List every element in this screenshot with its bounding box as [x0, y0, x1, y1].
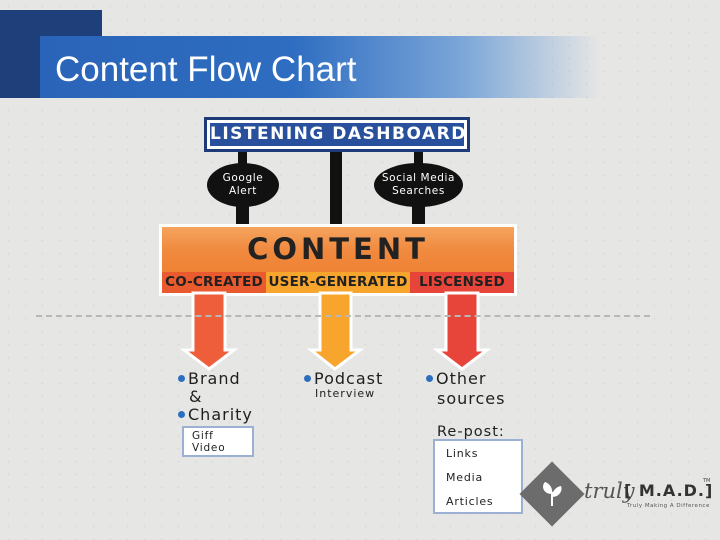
- listening-dashboard-label: LISTENING DASHBOARD: [210, 123, 467, 146]
- brand-media-box: Giff Video: [182, 426, 254, 457]
- bullet-icon: [304, 375, 311, 382]
- articles-label: Articles: [446, 495, 494, 508]
- listening-dashboard-box: LISTENING DASHBOARD: [204, 117, 470, 152]
- divider-line: [36, 315, 650, 317]
- repost-box: Links Media Articles: [433, 439, 523, 514]
- output-podcast: Podcast: [304, 370, 383, 388]
- social-media-line2: Searches: [392, 185, 445, 197]
- slide-title: Content Flow Chart: [55, 50, 357, 89]
- output-brand: Brand: [178, 370, 241, 388]
- podcast-label: Podcast: [314, 369, 384, 388]
- output-other: Other: [426, 370, 486, 388]
- logo-tagline: Truly Making A Difference: [627, 503, 710, 509]
- logo-script: truly: [584, 479, 635, 503]
- other-label: Other: [436, 369, 487, 388]
- video-label: Video: [192, 442, 226, 454]
- brand-ampersand: &: [189, 387, 203, 406]
- podcast-sub: Interview: [315, 387, 376, 400]
- title-bar: [40, 36, 600, 98]
- social-media-down-stem: [412, 204, 425, 226]
- segment-user-generated: USER-GENERATED: [266, 272, 410, 293]
- output-charity: Charity: [178, 406, 253, 424]
- brand-label: Brand: [188, 369, 241, 388]
- bullet-icon: [178, 411, 185, 418]
- social-media-line1: Social Media: [381, 172, 456, 184]
- google-alert-line1: Google: [222, 172, 264, 184]
- sources-label: sources: [437, 389, 506, 408]
- google-alert-down-stem: [236, 204, 249, 226]
- bullet-icon: [178, 375, 185, 382]
- content-title: CONTENT: [247, 232, 429, 266]
- google-alert-line2: Alert: [228, 185, 257, 197]
- leaf-icon: [543, 482, 562, 506]
- segment-co-created: CO-CREATED: [162, 272, 266, 293]
- charity-label: Charity: [188, 405, 253, 424]
- links-label: Links: [446, 447, 479, 460]
- segment-liscensed: LISCENSED: [410, 272, 514, 293]
- repost-label: Re-post:: [437, 424, 505, 440]
- logo-tm: TM: [703, 478, 711, 484]
- google-alert-stem: [238, 152, 247, 172]
- center-connector: [330, 152, 342, 226]
- logo-name: [ M.A.D.]: [624, 481, 714, 500]
- giff-label: Giff: [192, 430, 214, 442]
- social-media-stem: [414, 152, 423, 172]
- media-label: Media: [446, 471, 484, 484]
- bullet-icon: [426, 375, 433, 382]
